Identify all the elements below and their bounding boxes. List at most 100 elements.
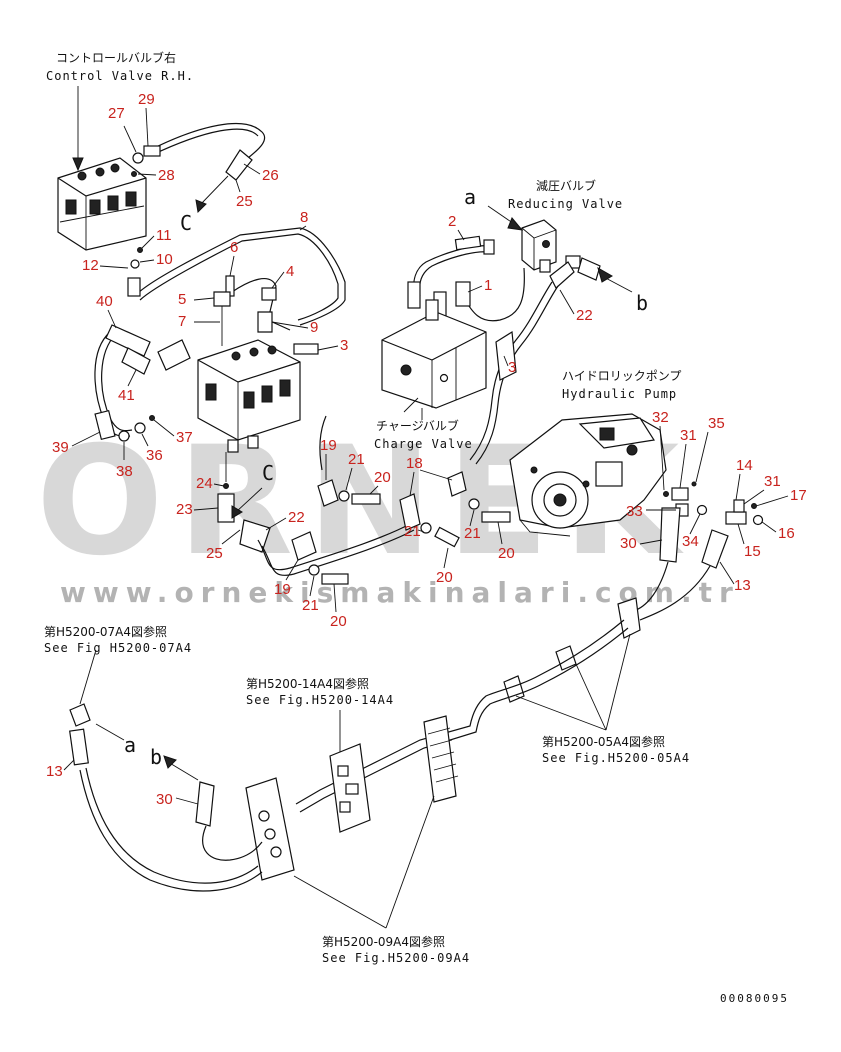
washer-21d xyxy=(420,522,432,534)
tube-8 xyxy=(135,227,346,326)
part-14: 14 xyxy=(736,457,753,474)
part-24: 24 xyxy=(196,475,213,492)
hose-22 xyxy=(257,523,411,571)
fitting-2-lower xyxy=(407,281,421,309)
part-11: 11 xyxy=(156,227,172,244)
hose-29 xyxy=(149,122,266,159)
elbow-40 xyxy=(105,324,151,357)
oring-11 xyxy=(137,247,143,253)
fitting-2 xyxy=(454,235,482,251)
part-1: 1 xyxy=(484,277,492,294)
oring-37 xyxy=(149,415,155,421)
fitting-4 xyxy=(261,287,277,301)
hose-4 xyxy=(231,277,291,331)
watermark-url: www.ornekismakinalari.com.tr xyxy=(60,576,740,609)
oring-24 xyxy=(223,483,229,489)
oring-28 xyxy=(131,171,137,177)
ref-05-jp: 第H5200-05A4図参照 xyxy=(542,734,665,749)
bracket-ribbed xyxy=(423,715,459,803)
part-40: 40 xyxy=(96,293,113,310)
letter-a-lower: a xyxy=(124,733,136,757)
arrow-to-c xyxy=(199,175,229,206)
bracket-09a4 xyxy=(245,777,295,881)
plug-16 xyxy=(752,514,764,526)
hydraulic-pump xyxy=(509,413,667,537)
arrow-c-mid xyxy=(235,487,263,513)
washer-21b xyxy=(468,498,480,510)
hose-30-lower xyxy=(202,825,263,861)
ref-14-en: See Fig.H5200-14A4 xyxy=(246,693,394,707)
ref-07-leader xyxy=(79,649,97,705)
ref-09-leader xyxy=(293,795,435,929)
fitting-38 xyxy=(118,430,130,442)
fitting-12 xyxy=(127,277,141,297)
part-20a: 20 xyxy=(374,469,391,486)
hose-13-upper xyxy=(639,565,711,621)
reducing-valve-label-en: Reducing Valve xyxy=(508,197,623,211)
part-34: 34 xyxy=(682,533,699,550)
letter-b-upper: b xyxy=(636,291,648,315)
part-30a: 30 xyxy=(620,535,637,552)
adapter-41 xyxy=(121,347,151,375)
hydraulic-pump-label-jp: ハイドロリックポンプ xyxy=(562,369,681,383)
part-callouts: 29 27 28 26 25 11 10 12 8 6 4 40 5 7 9 3… xyxy=(46,91,807,808)
hose-end-22 xyxy=(239,519,271,553)
part-25a: 25 xyxy=(236,193,253,210)
bolt-20a xyxy=(351,493,381,505)
part-17: 17 xyxy=(790,487,807,504)
part-28: 28 xyxy=(158,167,175,184)
oring-17 xyxy=(751,503,757,509)
clamp-18a xyxy=(399,493,421,531)
clamp-05-a xyxy=(617,597,641,639)
ref-09-jp: 第H5200-09A4図参照 xyxy=(322,934,445,949)
letter-a-upper: a xyxy=(464,185,476,209)
elbow-22 xyxy=(577,257,601,281)
part-3b: 3 xyxy=(508,359,516,376)
part-13a: 13 xyxy=(734,577,751,594)
part-38: 38 xyxy=(116,463,133,480)
bolt-20d xyxy=(434,526,460,548)
fitting-10 xyxy=(130,259,140,269)
part-22b: 22 xyxy=(576,307,593,324)
ref-07-en: See Fig H5200-07A4 xyxy=(44,641,192,655)
ref-05-en: See Fig.H5200-05A4 xyxy=(542,751,690,765)
part-21c: 21 xyxy=(302,597,319,614)
fitting-13-lower-top xyxy=(69,703,91,727)
part-31b: 31 xyxy=(764,473,781,490)
oring-32 xyxy=(663,491,669,497)
part-27: 27 xyxy=(108,105,125,122)
hose-end-30 xyxy=(659,507,681,563)
charge-valve-label-en: Charge Valve xyxy=(374,437,473,451)
part-37: 37 xyxy=(176,429,193,446)
hose-30-upper xyxy=(635,561,669,611)
part-22a: 22 xyxy=(288,509,305,526)
ref-09-en: See Fig.H5200-09A4 xyxy=(322,951,470,965)
hose-3-end xyxy=(293,343,319,355)
ref-14-jp: 第H5200-14A4図参照 xyxy=(246,676,369,691)
control-valve-label-jp: コントロールバルブ右 xyxy=(56,50,176,65)
part-2: 2 xyxy=(448,213,456,230)
part-31a: 31 xyxy=(680,427,697,444)
part-20c: 20 xyxy=(330,613,347,630)
part-21a: 21 xyxy=(348,451,365,468)
part-33: 33 xyxy=(626,503,643,520)
part-35: 35 xyxy=(708,415,725,432)
tee-15 xyxy=(725,511,747,525)
fitting-22-mid xyxy=(549,261,575,289)
part-9: 9 xyxy=(310,319,318,336)
elbow-31a xyxy=(671,487,689,501)
control-valve-rh-upper xyxy=(57,157,147,251)
fitting-30-lower xyxy=(195,781,215,827)
adapter-2 xyxy=(483,239,495,255)
part-4: 4 xyxy=(286,263,294,280)
part-6: 6 xyxy=(230,239,238,256)
drawing-code: 00080095 xyxy=(720,992,789,1005)
charge-valve-label-jp: チャージバルブ xyxy=(376,418,459,433)
control-valve-middle xyxy=(197,339,301,453)
part-19b: 19 xyxy=(274,581,291,598)
bracket-14a4 xyxy=(329,743,371,833)
part-25b: 25 xyxy=(206,545,223,562)
reducing-valve-label-jp: 減圧バルブ xyxy=(536,178,596,193)
part-7: 7 xyxy=(178,313,186,330)
